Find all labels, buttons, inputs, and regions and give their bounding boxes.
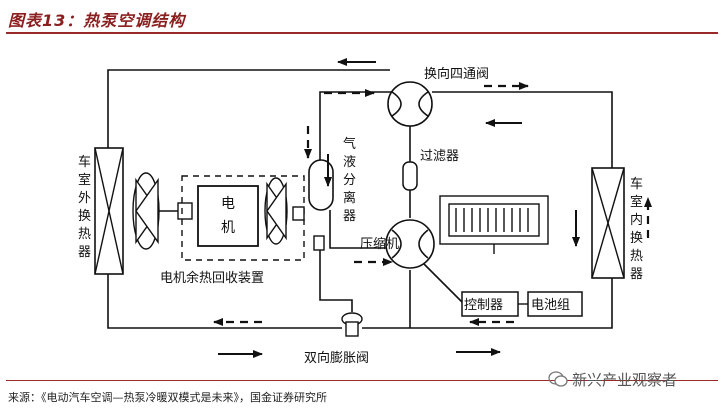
- inner-hx-label-5: 热: [630, 249, 643, 264]
- controller-label: 控制器: [464, 298, 503, 313]
- motor-label-2: 机: [221, 220, 235, 236]
- controller-box: [461, 291, 519, 317]
- outer-hx-label-3: 外: [78, 191, 91, 206]
- outer-hx-label-4: 换: [78, 209, 91, 224]
- expansion-valve-label: 双向膨胀阀: [304, 350, 369, 366]
- title-bar: 图表13：热泵空调结构: [6, 4, 718, 34]
- source-note: 来源：《电动汽车空调—热泵冷暖双模式是未来》，国金证券研究所: [8, 391, 327, 404]
- separator-sensor: [313, 235, 325, 251]
- inner-hx-label-1: 车: [630, 176, 643, 192]
- battery-label: 电池组: [531, 298, 570, 313]
- four-way-valve-label: 换向四通阀: [424, 66, 489, 82]
- flow-arrows-solid: [218, 58, 580, 358]
- wechat-icon: [548, 371, 568, 387]
- cabin-hvac-unit: [439, 195, 549, 254]
- figure-title: 图表13：热泵空调结构: [8, 11, 186, 30]
- compressor-label: 压缩机: [360, 236, 399, 252]
- left-fan: [132, 172, 193, 250]
- inner-hx-label-6: 器: [630, 267, 643, 282]
- watermark-text: 新兴产业观察者: [572, 371, 678, 389]
- separator-label-5: 器: [343, 209, 356, 224]
- expansion-valve: [341, 312, 363, 337]
- motor-fan: [264, 177, 305, 245]
- heat-pump-diagram: 车 室 外 换 热 器 车 室 内 换 热 器 电 机 电机余热回收装置 换向四…: [78, 58, 652, 366]
- separator-label-3: 分: [343, 173, 356, 188]
- inner-hx-label-4: 换: [630, 231, 643, 246]
- waste-heat-box: [181, 175, 305, 261]
- inner-hx-label-2: 室: [630, 194, 643, 210]
- battery-box: [527, 291, 583, 317]
- four-way-valve: [387, 81, 433, 127]
- motor-box: [197, 185, 259, 247]
- filter-label: 过滤器: [420, 149, 459, 164]
- motor-label-1: 电: [221, 196, 235, 212]
- gas-liquid-separator: [308, 159, 334, 211]
- inner-heat-exchanger: [591, 167, 625, 279]
- outer-hx-label-5: 热: [78, 227, 91, 242]
- inner-hx-label-3: 内: [630, 212, 643, 228]
- source-divider: [6, 380, 718, 381]
- outer-heat-exchanger: [94, 147, 124, 275]
- outer-hx-label-2: 室: [78, 172, 91, 188]
- flow-arrows-dashed: [213, 82, 652, 326]
- refrigerant-loop: [107, 69, 613, 329]
- compressor: [385, 219, 435, 269]
- separator-label-2: 液: [343, 155, 356, 170]
- filter: [402, 161, 418, 191]
- outer-hx-label-1: 车: [78, 154, 91, 170]
- separator-label-4: 离: [343, 190, 356, 206]
- separator-label-1: 气: [343, 136, 356, 152]
- waste-heat-label: 电机余热回收装置: [160, 270, 264, 286]
- outer-hx-label-6: 器: [78, 245, 91, 260]
